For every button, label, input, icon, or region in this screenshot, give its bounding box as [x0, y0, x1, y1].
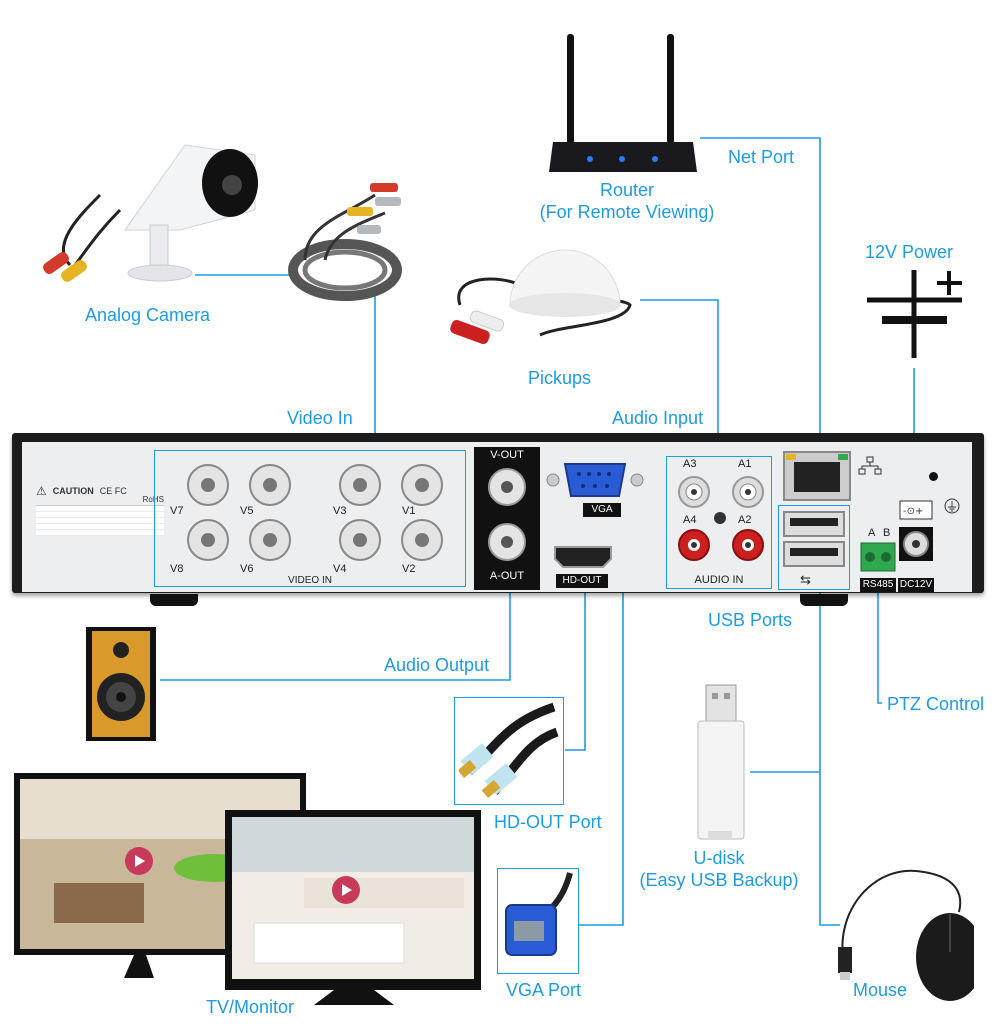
dc12v-panel-label: DC12V [898, 578, 934, 592]
port-v6: V6 [240, 563, 254, 575]
video-in-panel-label: VIDEO IN [288, 575, 332, 586]
audio-output-label: Audio Output [384, 655, 490, 675]
u-disk-image [697, 684, 745, 840]
hdmi-connector [554, 546, 612, 568]
hd-out-line [565, 588, 586, 751]
rs485-panel-label: RS485 [860, 578, 896, 592]
vga-port-label: VGA Port [506, 980, 582, 1000]
dc-jack [899, 527, 933, 561]
port-a3: A3 [683, 458, 697, 470]
rca-ports [678, 476, 764, 561]
ptz-line [877, 590, 882, 704]
mouse-image [838, 869, 974, 1001]
port-v8: V8 [170, 563, 184, 575]
usb-icon: ⇆ [800, 572, 811, 587]
port-v1: V1 [402, 505, 416, 517]
av-out-ports [488, 468, 526, 561]
lan-port [783, 451, 851, 501]
vga-panel-label: VGA [583, 503, 621, 517]
terminal-b-label: B [883, 527, 891, 539]
usb-line [819, 590, 840, 926]
port-v4: V4 [333, 563, 347, 575]
speaker-image [86, 627, 156, 741]
port-v7: V7 [170, 505, 184, 517]
rohs-mark: RoHS [142, 495, 164, 504]
vga-line [578, 488, 624, 926]
pickup-image [450, 249, 632, 345]
foot-left [150, 594, 198, 606]
hd-out-image-frame [454, 697, 564, 805]
port-a1: A1 [738, 458, 752, 470]
caution-title: CAUTION [52, 486, 94, 496]
audio-output-line [160, 550, 511, 681]
usb-group [778, 505, 850, 590]
pickups-label: Pickups [528, 368, 592, 388]
hd-out-port-label: HD-OUT Port [494, 812, 602, 832]
hd-out-panel-label: HD-OUT [556, 574, 608, 588]
ground-icon [944, 498, 960, 514]
router-image [549, 34, 697, 172]
a-out-label: A-OUT [478, 569, 536, 583]
bnc-ports [187, 464, 443, 561]
port-v5: V5 [240, 505, 254, 517]
hdmi-cable-image [459, 702, 559, 798]
analog-camera-label: Analog Camera [85, 305, 211, 325]
tv-monitor-label: TV/Monitor [206, 997, 295, 1017]
audio-input-label: Audio Input [612, 408, 704, 428]
port-a4: A4 [683, 514, 697, 526]
network-symbol-icon [858, 456, 882, 475]
reset-hole [929, 472, 938, 481]
video-in-group [154, 450, 466, 587]
foot-right [800, 594, 848, 606]
ptz-control-label: PTZ Control [887, 694, 985, 714]
polarity-icon: -⊙+ [899, 500, 933, 520]
svg-text:-⊙+: -⊙+ [903, 506, 923, 517]
video-in-label: Video In [287, 408, 353, 428]
audio-in-group [666, 456, 772, 589]
terminal-a-label: A [868, 527, 876, 539]
usb-ports-label: USB Ports [708, 610, 793, 630]
router-title: Router [599, 180, 655, 200]
ce-mark: CE FC [99, 486, 127, 496]
u-disk-label: U-disk [693, 848, 745, 868]
mouse-label: Mouse [853, 980, 908, 1000]
router-subtitle: (For Remote Viewing) [539, 202, 715, 222]
usb-ports [783, 511, 845, 567]
v-out-label: V-OUT [478, 448, 536, 462]
power-label: 12V Power [865, 242, 954, 262]
vga-connector [546, 463, 644, 497]
rs485-terminal [860, 542, 896, 572]
net-port-label: Net Port [728, 147, 795, 167]
net-port-line [700, 137, 821, 465]
audio-input-line [640, 299, 719, 455]
video-cable-image [288, 183, 402, 301]
vga-cable-image [505, 872, 573, 956]
vga-image-frame [497, 868, 579, 974]
port-v2: V2 [402, 563, 416, 575]
port-a2: A2 [738, 514, 752, 526]
power-symbol [867, 270, 962, 358]
caution-sticker: ⚠ CAUTION CE FC RoHS [36, 485, 164, 558]
port-v3: V3 [333, 505, 347, 517]
audio-in-panel-label: AUDIO IN [694, 574, 744, 586]
u-disk-sublabel: (Easy USB Backup) [639, 870, 799, 890]
analog-camera-image [43, 144, 258, 282]
tv-monitor-image [14, 773, 481, 1005]
